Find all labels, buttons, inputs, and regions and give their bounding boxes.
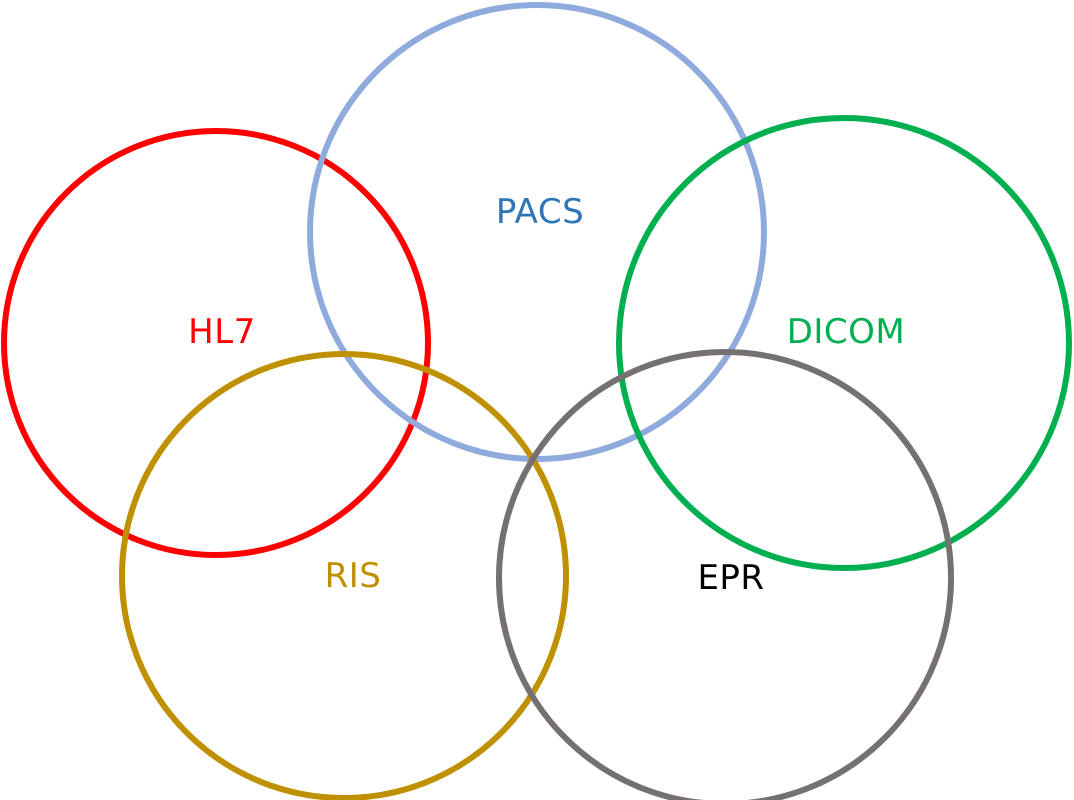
dicom-label: DICOM — [786, 312, 906, 352]
ris-label: RIS — [324, 556, 382, 596]
pacs-label: PACS — [495, 192, 585, 232]
epr-label: EPR — [697, 558, 765, 598]
hl7-label: HL7 — [188, 312, 256, 352]
dicom-circle — [616, 115, 1072, 571]
hl7-circle — [1, 128, 431, 558]
epr-circle — [496, 349, 954, 800]
pacs-circle — [307, 2, 767, 462]
ris-circle — [119, 351, 569, 800]
